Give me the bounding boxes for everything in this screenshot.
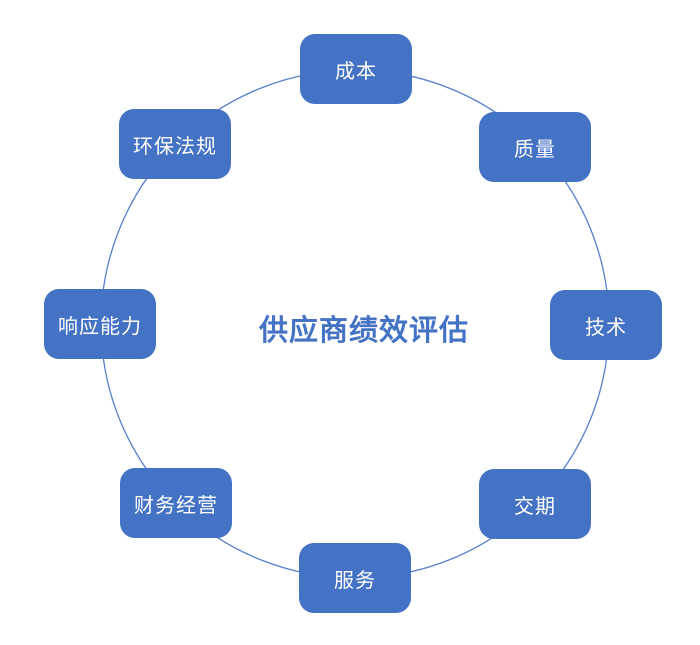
diagram-title: 供应商绩效评估	[258, 315, 470, 347]
node-quality: 质量	[479, 112, 591, 182]
node-environmental-regulation: 环保法规	[119, 109, 231, 179]
node-technology: 技术	[550, 290, 662, 360]
node-responsiveness: 响应能力	[44, 289, 156, 359]
node-cost: 成本	[300, 34, 412, 104]
node-delivery: 交期	[479, 469, 591, 539]
node-service: 服务	[299, 543, 411, 613]
node-finance-operation: 财务经营	[120, 468, 232, 538]
